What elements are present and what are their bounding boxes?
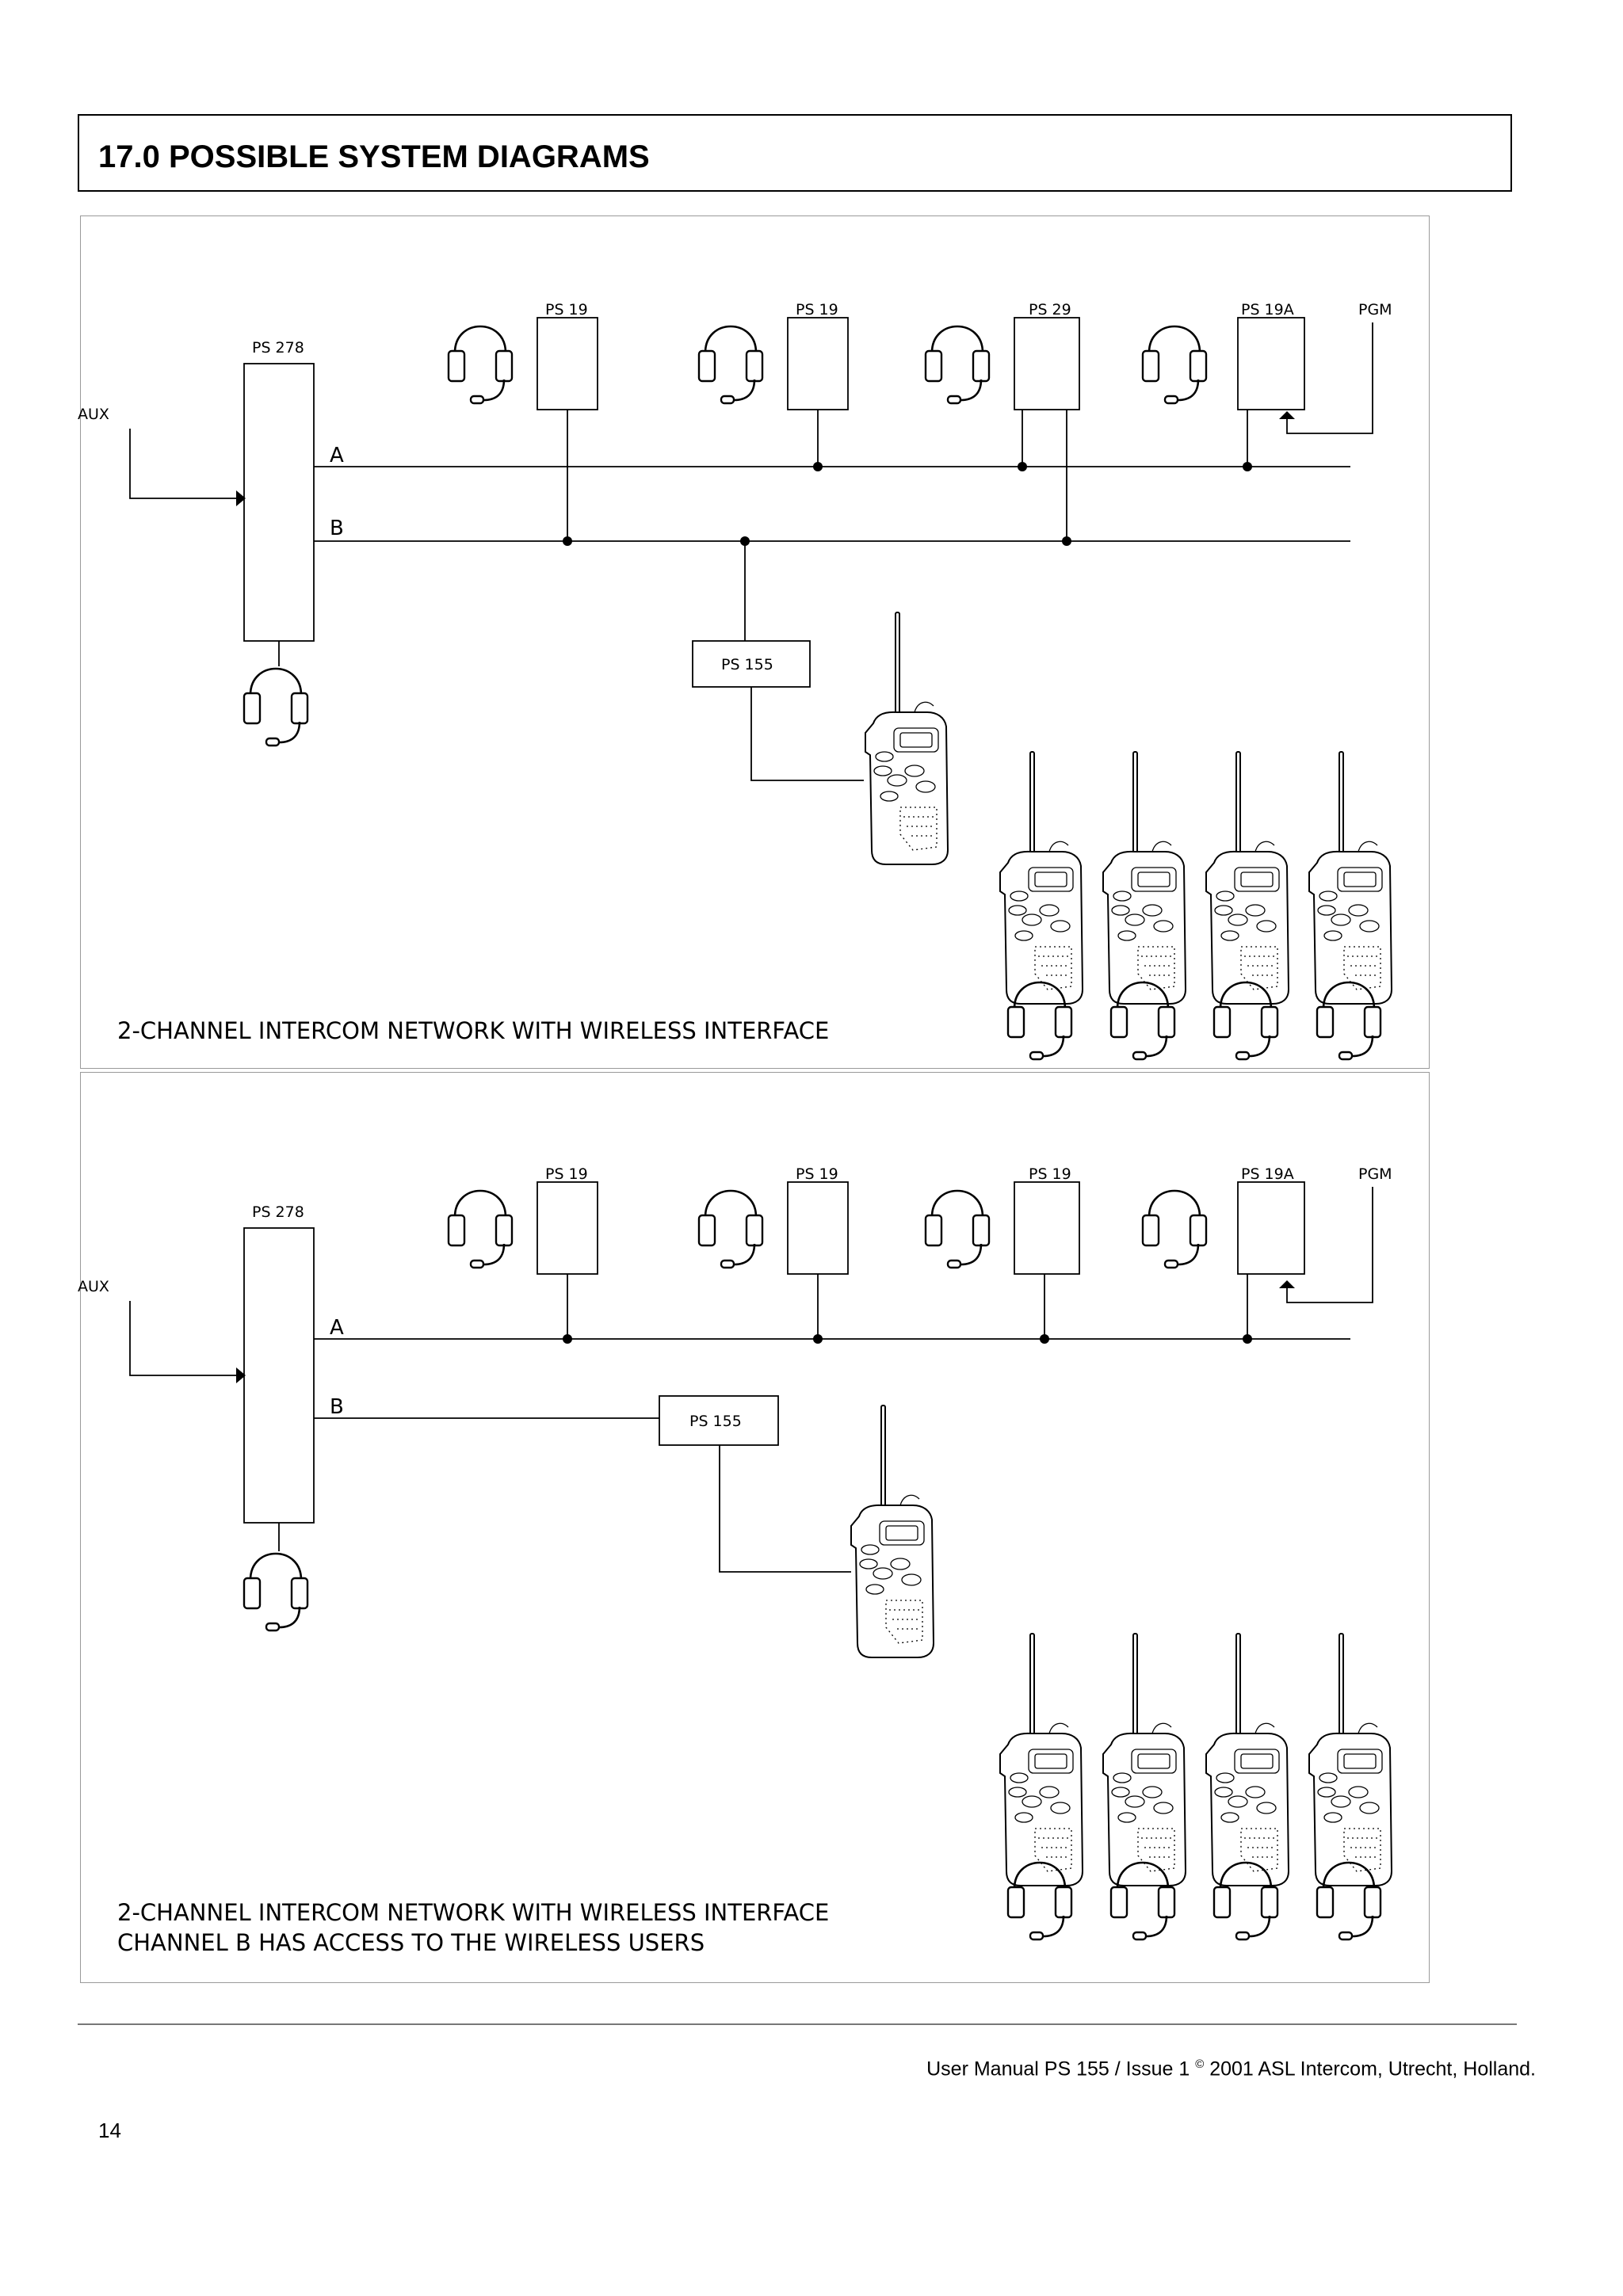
station-box xyxy=(1237,1181,1305,1275)
pgm-arrow xyxy=(1279,411,1295,419)
headset-icon xyxy=(242,667,309,747)
interface-radio-wire xyxy=(719,1445,851,1573)
aux-label: AUX xyxy=(78,1278,109,1295)
wireless-radio-icon xyxy=(1308,1633,1392,1886)
wireless-radio-icon xyxy=(999,1633,1083,1886)
system-diagram-1: PS 19 PS 19 PS 29 PS 19A PGM PS 278 AUX xyxy=(78,301,1392,1061)
diagram-caption: 2-CHANNEL INTERCOM NETWORK WITH WIRELESS… xyxy=(117,1899,829,1926)
page-number: 14 xyxy=(98,2119,121,2142)
channel-a-label: A xyxy=(330,444,344,467)
master-label: PS 278 xyxy=(252,1203,304,1221)
station-label: PS 19 xyxy=(796,301,838,318)
master-station-box xyxy=(243,1227,315,1524)
wireless-radio-icon xyxy=(1205,751,1289,1005)
station-box xyxy=(787,317,849,410)
aux-arrow xyxy=(236,1367,246,1383)
station-3: PS 19 xyxy=(924,1165,1080,1275)
master-station-box xyxy=(243,363,315,642)
copyright-symbol: © xyxy=(1195,2058,1205,2071)
pgm-wire xyxy=(1286,1187,1373,1303)
station-box xyxy=(787,1181,849,1275)
headset-icon xyxy=(924,1189,991,1269)
junction-dots xyxy=(563,462,1252,546)
aux-wire xyxy=(129,429,236,499)
master-label: PS 278 xyxy=(252,339,304,357)
pgm-label: PGM xyxy=(1358,301,1392,318)
junction-dots xyxy=(563,1334,1252,1344)
wireless-radio-icon xyxy=(1308,751,1392,1005)
station-1: PS 19 xyxy=(447,301,598,410)
interface-label: PS 155 xyxy=(689,1413,742,1430)
footer-manual: User Manual PS 155 / Issue 1 xyxy=(926,2058,1190,2081)
interface-box xyxy=(659,1395,779,1446)
station-2: PS 19 xyxy=(697,301,849,410)
channel-b-label: B xyxy=(330,1395,344,1419)
station-3: PS 29 xyxy=(924,301,1080,410)
headset-icon xyxy=(697,1189,764,1269)
headset-icon xyxy=(447,325,514,405)
aux-wire xyxy=(129,1301,236,1376)
diagram-panel-1: PS 19 PS 19 PS 29 PS 19A PGM PS 278 AUX xyxy=(78,215,1430,1069)
station-label: PS 19 xyxy=(545,301,588,318)
interface-radio-wire xyxy=(750,687,864,781)
diagram-caption: CHANNEL B HAS ACCESS TO THE WIRELESS USE… xyxy=(117,1929,705,1956)
pgm-arrow xyxy=(1279,1280,1295,1288)
station-label: PS 19A xyxy=(1241,1165,1294,1183)
aux-arrow xyxy=(236,490,246,506)
pgm-wire xyxy=(1286,322,1373,434)
wireless-radio-icon xyxy=(1102,1633,1186,1886)
station-box xyxy=(537,317,598,410)
section-title: 17.0 POSSIBLE SYSTEM DIAGRAMS xyxy=(98,139,650,174)
channel-a-label: A xyxy=(330,1316,344,1340)
headset-icon xyxy=(924,325,991,405)
headset-icon xyxy=(697,325,764,405)
station-label: PS 19 xyxy=(796,1165,838,1183)
station-1: PS 19 xyxy=(447,1165,598,1275)
station-2: PS 19 xyxy=(697,1165,849,1275)
headset-icon xyxy=(242,1552,309,1632)
base-radio-icon xyxy=(865,612,949,865)
station-box xyxy=(1014,317,1080,410)
station-box xyxy=(1014,1181,1080,1275)
station-label: PS 19 xyxy=(1029,1165,1071,1183)
footer-rule xyxy=(78,2023,1517,2025)
station-4: PS 19A xyxy=(1141,301,1305,410)
interface-box xyxy=(692,640,811,688)
headset-icon xyxy=(447,1189,514,1269)
wireless-radio-icon xyxy=(999,751,1083,1005)
footer-text: User Manual PS 155 / Issue 1 © 2001 ASL … xyxy=(926,2058,1536,2081)
headset-icon xyxy=(1141,325,1208,405)
base-radio-icon xyxy=(850,1405,934,1658)
station-4: PS 19A xyxy=(1141,1165,1305,1275)
station-box xyxy=(537,1181,598,1275)
diagram-caption: 2-CHANNEL INTERCOM NETWORK WITH WIRELESS… xyxy=(117,1017,829,1044)
wireless-radio-icon xyxy=(1205,1633,1289,1886)
channel-b-label: B xyxy=(330,517,344,540)
pgm-label: PGM xyxy=(1358,1165,1392,1183)
section-header: 17.0 POSSIBLE SYSTEM DIAGRAMS xyxy=(78,114,1512,192)
station-box xyxy=(1237,317,1305,410)
headset-icon xyxy=(1141,1189,1208,1269)
footer-publisher: 2001 ASL Intercom, Utrecht, Holland. xyxy=(1209,2058,1536,2081)
diagram-panel-2: PS 19 PS 19 PS 19 PS 19A PGM PS 278 AUX … xyxy=(78,1072,1430,1983)
wireless-radio-icon xyxy=(1102,751,1186,1005)
interface-label: PS 155 xyxy=(721,656,773,673)
station-label: PS 29 xyxy=(1029,301,1071,318)
system-diagram-2: PS 19 PS 19 PS 19 PS 19A PGM PS 278 AUX … xyxy=(78,1165,1392,1956)
aux-label: AUX xyxy=(78,406,109,423)
station-label: PS 19 xyxy=(545,1165,588,1183)
station-label: PS 19A xyxy=(1241,301,1294,318)
